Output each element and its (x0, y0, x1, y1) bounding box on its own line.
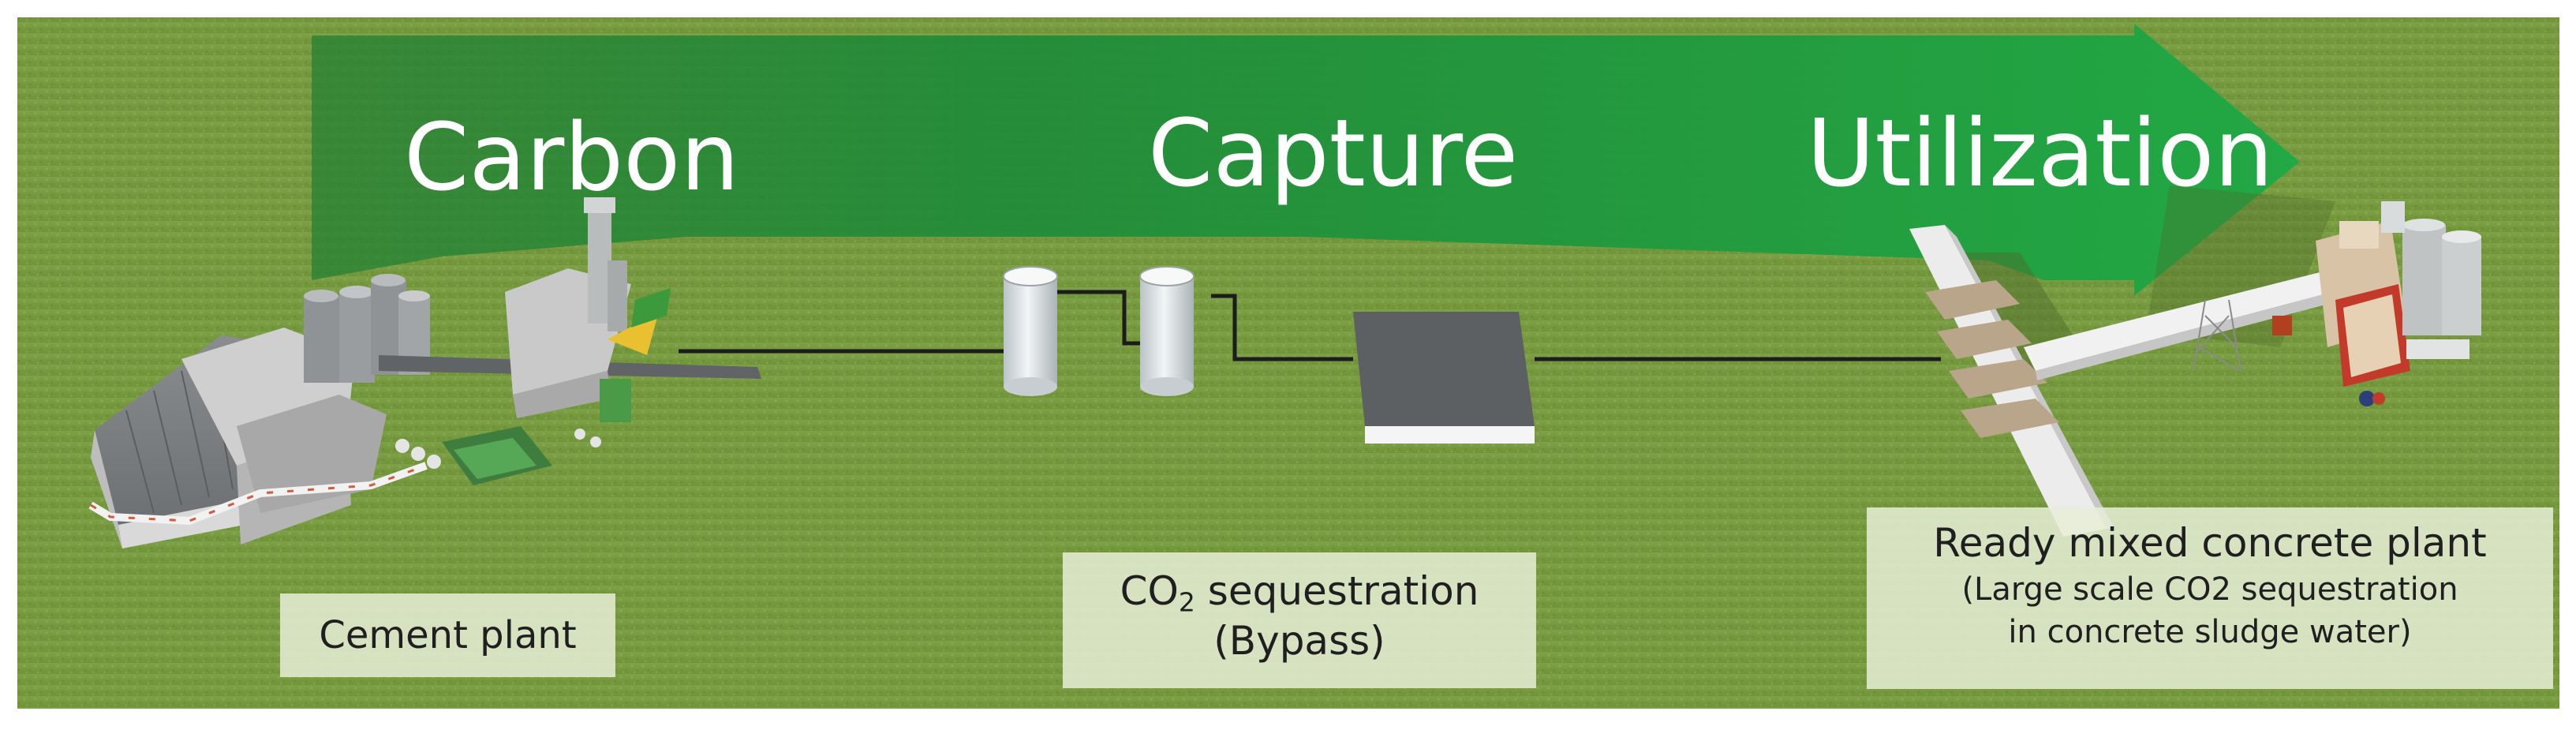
sequestration-building (1353, 312, 1535, 444)
banner-word-capture: Capture (1148, 99, 1518, 208)
carbon-capture-utilization-arrow (312, 24, 2300, 296)
sequestration-text: sequestration (1195, 568, 1479, 614)
co2-subscript: 2 (1178, 586, 1195, 618)
banner-word-carbon: Carbon (404, 103, 739, 212)
ready-mixed-line3: in concrete sludge water) (2008, 613, 2412, 650)
sequestration-tank-2 (1139, 266, 1195, 396)
cement-plant-label: Cement plant (319, 613, 577, 657)
ready-mixed-concrete-plant-illustration (1909, 185, 2481, 537)
co2-text: CO (1120, 568, 1179, 614)
ready-mixed-line2: (Large scale CO2 sequestration (1961, 571, 2458, 608)
cement-plant-illustration (88, 197, 761, 548)
pipeline (679, 290, 1941, 361)
co2-sequestration-label: CO2 sequestration (1063, 567, 1536, 616)
co2-bypass-label: (Bypass) (1213, 617, 1385, 664)
sequestration-tank-1 (1003, 266, 1058, 396)
co2-sequestration-caption: CO2 sequestration (Bypass) (1063, 552, 1536, 688)
banner-word-utilization: Utilization (1807, 99, 2273, 208)
ready-mixed-concrete-caption: Ready mixed concrete plant (Large scale … (1867, 507, 2553, 689)
cement-plant-caption: Cement plant (280, 593, 615, 677)
ready-mixed-title: Ready mixed concrete plant (1933, 520, 2487, 566)
